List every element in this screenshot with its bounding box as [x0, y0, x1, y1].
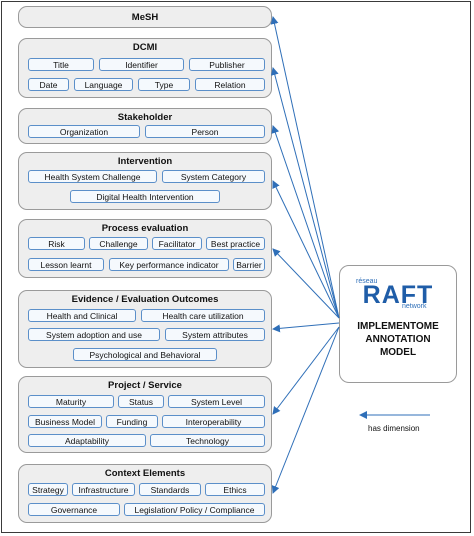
dimension-item: Risk	[28, 237, 85, 250]
group-title: Evidence / Evaluation Outcomes	[71, 294, 219, 305]
group-title: Stakeholder	[117, 112, 173, 123]
dimension-item: Publisher	[189, 58, 265, 71]
logo-small-bottom: network	[402, 303, 427, 310]
dimension-item: Business Model	[28, 415, 102, 428]
dimension-item: Psychological and Behavioral	[73, 348, 217, 361]
dimension-item: Infrastructure	[72, 483, 135, 496]
group-intervention: Intervention Health System Challenge Sys…	[18, 152, 272, 210]
arrow-stakeholder	[271, 125, 340, 319]
group-title: MeSH	[131, 12, 159, 23]
dimension-item: System Level	[168, 395, 265, 408]
dimension-item: Type	[138, 78, 190, 91]
dimension-item: Interoperability	[162, 415, 265, 428]
group-stakeholder: Stakeholder Organization Person	[18, 108, 272, 144]
dimension-item: Best practice	[206, 237, 265, 250]
group-context-elements: Context Elements Strategy Infrastructure…	[18, 464, 272, 523]
dimension-item: System adoption and use	[28, 328, 160, 341]
legend-label: has dimension	[368, 424, 420, 433]
dimension-item: Digital Health Intervention	[70, 190, 220, 203]
arrow-mesh	[270, 16, 340, 319]
dimension-item: Key performance indicator	[109, 258, 229, 271]
group-title: Context Elements	[104, 468, 186, 479]
dimension-item: Status	[118, 395, 164, 408]
arrow-context-elements	[271, 326, 340, 494]
dimension-item: Organization	[28, 125, 140, 138]
dimension-item: Title	[28, 58, 94, 71]
dimension-item: Date	[28, 78, 69, 91]
dimension-item: System attributes	[165, 328, 265, 341]
dimension-item: Lesson learnt	[28, 258, 104, 271]
arrow-dcmi	[270, 67, 340, 319]
model-box: réseau RAFT network IMPLEMENTOME ANNOTAT…	[339, 265, 457, 383]
dimension-item: Facilitator	[152, 237, 202, 250]
dimension-item: Funding	[106, 415, 158, 428]
group-process-evaluation: Process evaluation Risk Challenge Facili…	[18, 219, 272, 278]
dimension-item: Governance	[28, 503, 120, 516]
dimension-item: Person	[145, 125, 265, 138]
dimension-item: Legislation/ Policy / Compliance	[124, 503, 265, 516]
dimension-item: Technology	[150, 434, 265, 447]
dimension-item: Maturity	[28, 395, 114, 408]
dimension-item: Health System Challenge	[28, 170, 157, 183]
dimension-item: Health care utilization	[141, 309, 265, 322]
logo-small-top: réseau	[356, 278, 378, 285]
model-title-line1: IMPLEMENTOME	[357, 321, 439, 332]
model-title-line2: ANNOTATION	[365, 334, 431, 345]
model-title: IMPLEMENTOME ANNOTATION MODEL	[340, 320, 456, 359]
dimension-item: Standards	[139, 483, 201, 496]
dimension-item: Identifier	[99, 58, 184, 71]
group-title: Process evaluation	[101, 223, 189, 234]
group-evidence-outcomes: Evidence / Evaluation Outcomes Health an…	[18, 290, 272, 368]
dimension-item: Ethics	[205, 483, 265, 496]
dimension-item: Strategy	[28, 483, 68, 496]
arrow-intervention	[272, 180, 340, 319]
group-project-service: Project / Service Maturity Status System…	[18, 376, 272, 453]
dimension-item: System Category	[162, 170, 265, 183]
group-title: Project / Service	[108, 380, 182, 391]
dimension-item: Barrier	[233, 258, 265, 271]
dimension-item: Language	[74, 78, 133, 91]
group-mesh: MeSH	[18, 6, 272, 28]
model-title-line3: MODEL	[379, 347, 417, 358]
dimension-item: Adaptability	[28, 434, 146, 447]
dimension-item: Health and Clinical	[28, 309, 136, 322]
arrow-process-evaluation	[272, 248, 340, 319]
arrow-evidence	[272, 322, 340, 333]
group-title: DCMI	[132, 42, 158, 53]
dimension-item: Relation	[195, 78, 265, 91]
arrow-project-service	[272, 326, 340, 415]
group-dcmi: DCMI Title Identifier Publisher Date Lan…	[18, 38, 272, 98]
raft-logo: RAFT	[362, 281, 434, 309]
dimension-item: Challenge	[89, 237, 148, 250]
group-title: Intervention	[117, 156, 173, 167]
